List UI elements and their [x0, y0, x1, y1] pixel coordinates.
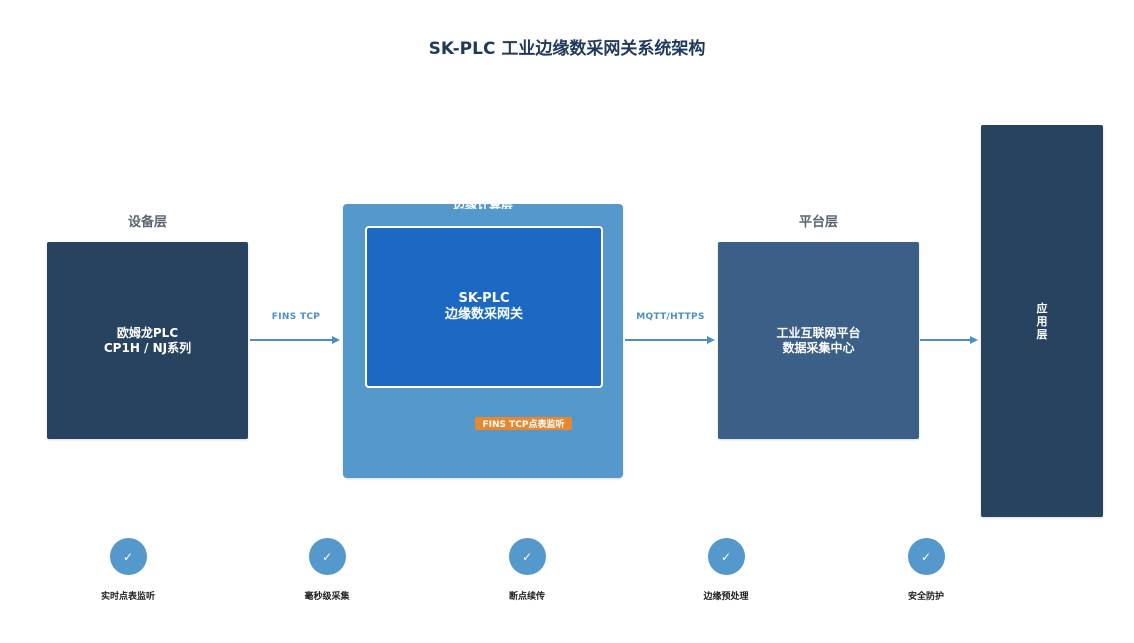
app-box-char-2: 用	[1036, 314, 1048, 328]
check-icon: ✓	[109, 538, 147, 575]
feature-ms-collection: ✓ 毫秒级采集	[267, 538, 387, 602]
check-icon: ✓	[707, 538, 745, 575]
feature-realtime-monitor: ✓ 实时点表监听	[68, 538, 188, 602]
device-box-line2: CP1H / NJ系列	[103, 340, 192, 355]
platform-box-line1: 工业互联网平台	[776, 325, 861, 340]
fins-monitor-badge: FINS TCP点表监听	[475, 417, 572, 430]
feature-label: 断点续传	[508, 592, 545, 602]
app-box-char-1: 应	[1036, 301, 1048, 315]
feature-label: 安全防护	[907, 592, 944, 602]
check-icon: ✓	[508, 538, 546, 575]
gateway-box-line1: SK-PLC	[458, 291, 510, 306]
feature-label: 毫秒级采集	[304, 592, 350, 602]
platform-layer-label: 平台层	[798, 215, 838, 230]
feature-edge-preprocess: ✓ 边缘预处理	[666, 538, 786, 602]
mqtt-https-arrow-label: MQTT/HTTPS	[636, 312, 705, 322]
device-layer-label: 设备层	[127, 215, 167, 230]
platform-box: 工业互联网平台 数据采集中心	[718, 242, 919, 439]
feature-resume-transfer: ✓ 断点续传	[467, 538, 587, 602]
app-box-char-3: 层	[1036, 327, 1048, 341]
device-box-line1: 欧姆龙PLC	[116, 325, 179, 340]
gateway-box: SK-PLC 边缘数采网关	[365, 226, 603, 388]
feature-security: ✓ 安全防护	[866, 538, 986, 602]
feature-label: 边缘预处理	[703, 592, 749, 602]
diagram-title: SK-PLC 工业边缘数采网关系统架构	[428, 39, 706, 59]
application-layer-box: 应 用 层	[981, 125, 1103, 517]
gateway-box-line2: 边缘数采网关	[444, 307, 523, 322]
platform-box-line2: 数据采集中心	[782, 340, 855, 355]
check-icon: ✓	[907, 538, 945, 575]
feature-label: 实时点表监听	[100, 592, 155, 602]
device-box: 欧姆龙PLC CP1H / NJ系列	[47, 242, 248, 439]
check-icon: ✓	[308, 538, 346, 575]
fins-tcp-arrow-label: FINS TCP	[271, 312, 321, 322]
edge-layer-label: 边缘计算层	[452, 198, 513, 209]
